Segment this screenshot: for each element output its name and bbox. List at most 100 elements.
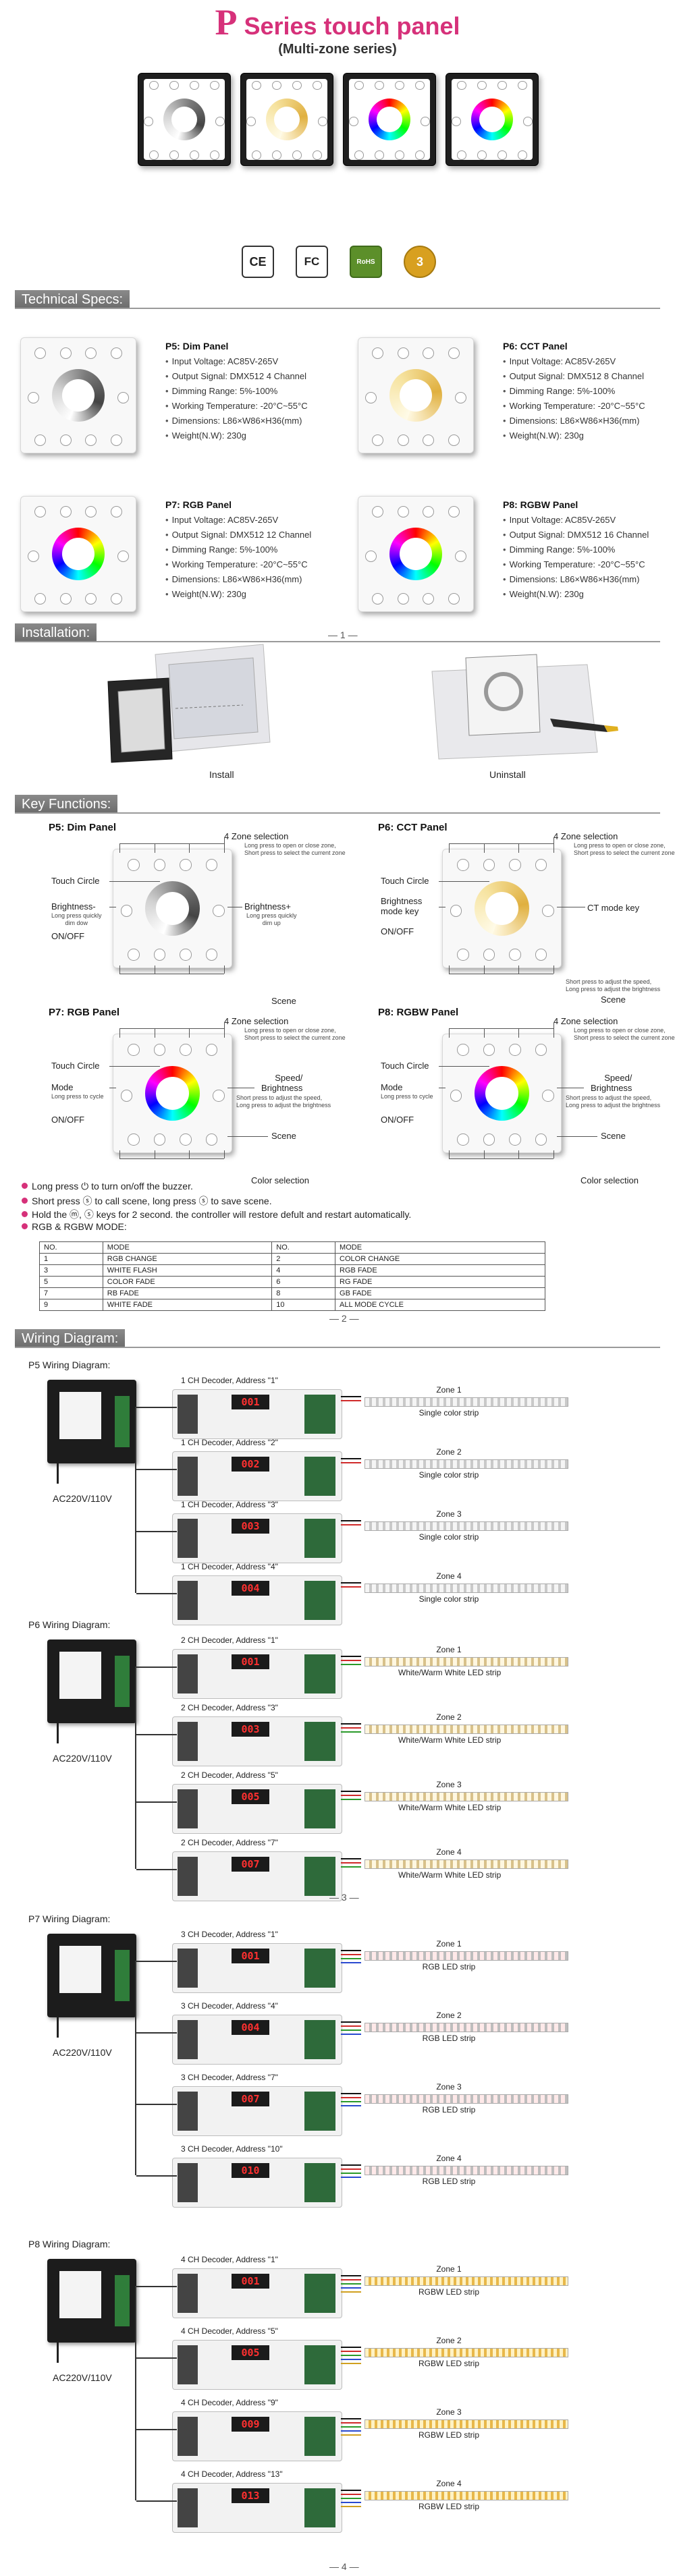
- panel-key[interactable]: [397, 505, 409, 517]
- panel-key[interactable]: [180, 1044, 192, 1056]
- panel-key[interactable]: [180, 1133, 192, 1146]
- panel-key[interactable]: [372, 505, 384, 517]
- panel-key[interactable]: [483, 1133, 495, 1146]
- panel-key[interactable]: [292, 80, 302, 90]
- panel-key[interactable]: [423, 592, 435, 605]
- panel-key[interactable]: [483, 949, 495, 961]
- panel-key[interactable]: [246, 116, 256, 126]
- panel-key[interactable]: [120, 1090, 132, 1102]
- panel-key[interactable]: [448, 434, 460, 446]
- panel-key[interactable]: [213, 905, 225, 917]
- panel-key[interactable]: [497, 150, 507, 160]
- panel-key[interactable]: [117, 550, 129, 562]
- panel-key[interactable]: [395, 150, 404, 160]
- panel-key[interactable]: [292, 150, 302, 160]
- panel-key[interactable]: [450, 1090, 462, 1102]
- panel-key[interactable]: [205, 949, 217, 961]
- panel-key[interactable]: [252, 80, 261, 90]
- panel-key[interactable]: [523, 116, 533, 126]
- panel-key[interactable]: [477, 80, 487, 90]
- touch-circle[interactable]: [368, 98, 411, 141]
- panel-key[interactable]: [205, 1133, 217, 1146]
- touch-circle[interactable]: [145, 1066, 200, 1121]
- panel-key[interactable]: [120, 905, 132, 917]
- panel-key[interactable]: [423, 434, 435, 446]
- panel-key[interactable]: [450, 905, 462, 917]
- panel-key[interactable]: [59, 347, 72, 359]
- panel-key[interactable]: [535, 859, 547, 871]
- panel-key[interactable]: [518, 80, 527, 90]
- panel-key[interactable]: [509, 1133, 521, 1146]
- touch-circle[interactable]: [51, 368, 105, 422]
- panel-key[interactable]: [128, 859, 140, 871]
- panel-key[interactable]: [457, 1044, 469, 1056]
- panel-key[interactable]: [349, 116, 358, 126]
- panel-key[interactable]: [190, 80, 199, 90]
- panel-key[interactable]: [110, 592, 122, 605]
- touch-circle[interactable]: [389, 368, 443, 422]
- panel-key[interactable]: [169, 150, 179, 160]
- panel-key[interactable]: [180, 859, 192, 871]
- panel-key[interactable]: [153, 859, 165, 871]
- panel-key[interactable]: [542, 1090, 554, 1102]
- panel-key[interactable]: [318, 116, 327, 126]
- panel-key[interactable]: [28, 550, 40, 562]
- touch-circle[interactable]: [389, 527, 443, 581]
- panel-key[interactable]: [128, 1133, 140, 1146]
- panel-key[interactable]: [454, 550, 466, 562]
- panel-key[interactable]: [457, 949, 469, 961]
- panel-key[interactable]: [313, 80, 322, 90]
- panel-key[interactable]: [34, 434, 47, 446]
- panel-key[interactable]: [448, 347, 460, 359]
- touch-circle[interactable]: [163, 98, 206, 141]
- touch-circle[interactable]: [265, 98, 308, 141]
- panel-key[interactable]: [110, 347, 122, 359]
- panel-key[interactable]: [210, 80, 219, 90]
- panel-key[interactable]: [415, 150, 425, 160]
- panel-key[interactable]: [149, 80, 159, 90]
- panel-key[interactable]: [59, 592, 72, 605]
- panel-key[interactable]: [535, 1044, 547, 1056]
- panel-key[interactable]: [457, 150, 466, 160]
- panel-key[interactable]: [190, 150, 199, 160]
- panel-key[interactable]: [421, 116, 430, 126]
- panel-key[interactable]: [375, 150, 384, 160]
- panel-key[interactable]: [110, 434, 122, 446]
- panel-key[interactable]: [448, 592, 460, 605]
- panel-key[interactable]: [205, 859, 217, 871]
- panel-key[interactable]: [28, 391, 40, 403]
- panel-key[interactable]: [509, 949, 521, 961]
- panel-key[interactable]: [180, 949, 192, 961]
- panel-key[interactable]: [117, 391, 129, 403]
- panel-key[interactable]: [518, 150, 527, 160]
- panel-key[interactable]: [483, 859, 495, 871]
- panel-key[interactable]: [365, 550, 377, 562]
- panel-key[interactable]: [509, 1044, 521, 1056]
- panel-key[interactable]: [457, 1133, 469, 1146]
- panel-key[interactable]: [354, 150, 364, 160]
- panel-key[interactable]: [272, 80, 281, 90]
- panel-key[interactable]: [85, 592, 97, 605]
- panel-key[interactable]: [535, 949, 547, 961]
- panel-key[interactable]: [144, 116, 153, 126]
- panel-key[interactable]: [153, 1133, 165, 1146]
- panel-key[interactable]: [149, 150, 159, 160]
- panel-key[interactable]: [457, 859, 469, 871]
- panel-key[interactable]: [372, 347, 384, 359]
- touch-circle[interactable]: [145, 881, 200, 936]
- panel-key[interactable]: [110, 505, 122, 517]
- touch-circle[interactable]: [475, 881, 529, 936]
- panel-key[interactable]: [372, 592, 384, 605]
- panel-key[interactable]: [397, 347, 409, 359]
- panel-key[interactable]: [448, 505, 460, 517]
- touch-circle[interactable]: [470, 98, 514, 141]
- panel-key[interactable]: [59, 434, 72, 446]
- panel-key[interactable]: [395, 80, 404, 90]
- panel-key[interactable]: [252, 150, 261, 160]
- panel-key[interactable]: [85, 434, 97, 446]
- panel-key[interactable]: [85, 347, 97, 359]
- panel-key[interactable]: [34, 505, 47, 517]
- panel-key[interactable]: [313, 150, 322, 160]
- panel-key[interactable]: [497, 80, 507, 90]
- panel-key[interactable]: [128, 949, 140, 961]
